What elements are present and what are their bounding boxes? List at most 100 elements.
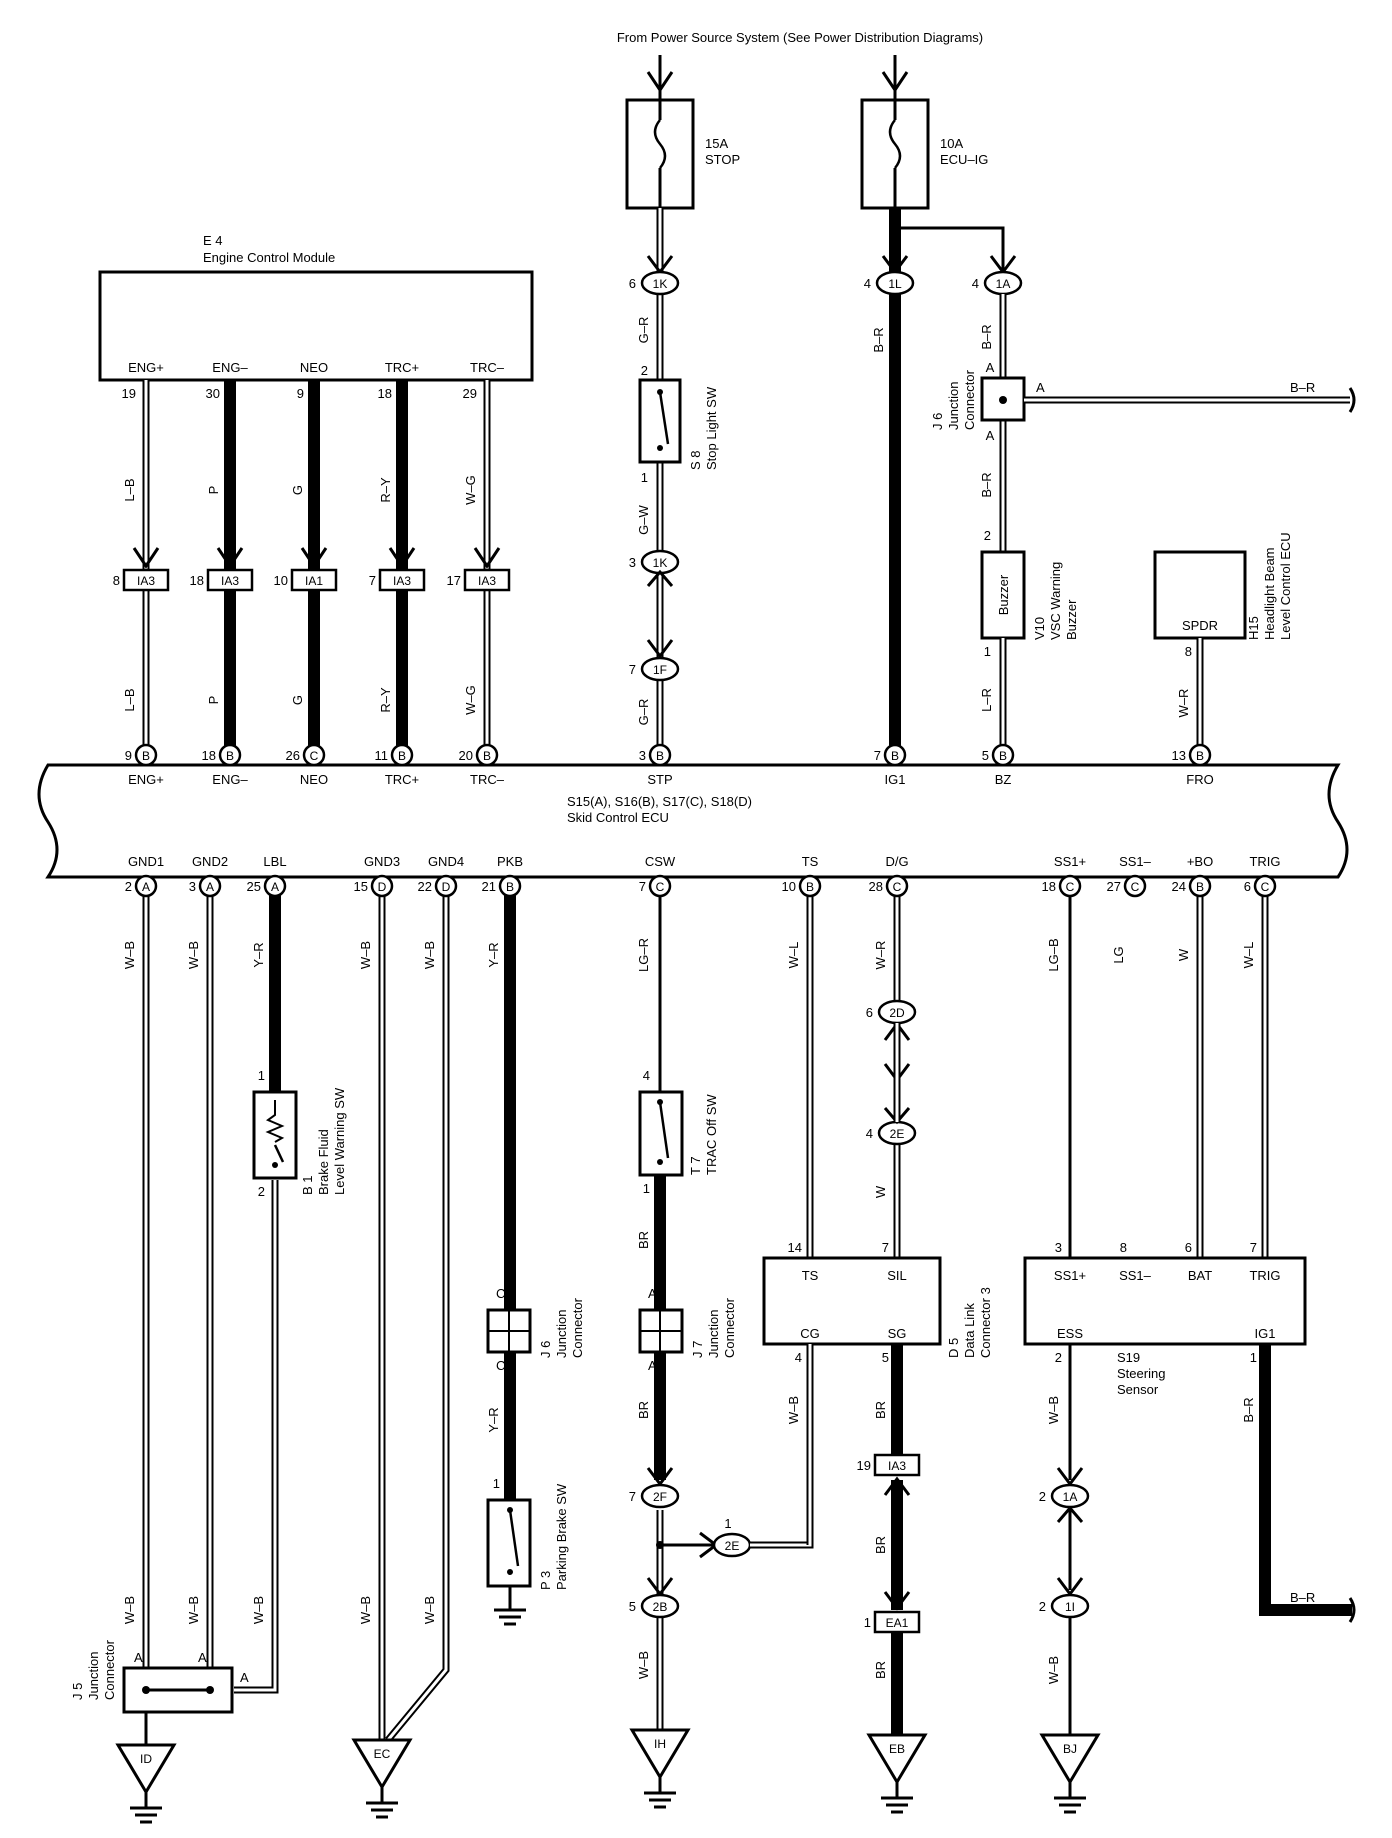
connector-label: 2B [653,1600,668,1614]
ground-label: ID [140,1752,152,1766]
ia-connector-label: IA3 [888,1459,906,1473]
j5-pin: A [134,1650,143,1665]
connector-pin: 2 [1039,1489,1046,1504]
ecu-top-label: NEO [300,772,328,787]
ecu-top-label: STP [647,772,672,787]
wire-color: G–W [636,504,651,534]
headlight-ecu [1153,550,1247,752]
wire-color: G [290,695,305,705]
trac-pin: 4 [643,1068,650,1083]
pkb-j6-code: J 6 [538,1341,553,1358]
connector-pin: 4 [864,276,871,291]
stop-switch-name: Stop Light SW [704,386,719,470]
j6-pin: A [986,360,995,375]
stop-switch-code: S 8 [688,450,703,470]
ecu-pin: 3 [639,748,646,763]
ecm-pin-label: ENG+ [128,360,164,375]
steering-pin-num: 8 [1120,1240,1127,1255]
wire-color: W–B [422,941,437,969]
dlc-pin-label: SG [888,1326,907,1341]
connector-label: 2E [725,1539,740,1553]
power-arrow-ecuig [881,55,909,100]
ecu-bottom-label: D/G [885,854,908,869]
wire-color: W–B [358,941,373,969]
ecu-bottom-label: CSW [645,854,676,869]
j5-name: Junction [86,1652,101,1700]
brake-fluid-code: B 1 [300,1175,315,1195]
ecm-pin-label: NEO [300,360,328,375]
j5-code: J 5 [70,1683,85,1700]
buzzer-pin: 1 [984,644,991,659]
fuse-ecuig-name: ECU–IG [940,152,988,167]
ecu-pin: 18 [1042,879,1056,894]
wire-color: LG–R [636,938,651,972]
ecu-conn: B [1196,749,1204,763]
ecu-conn: A [142,880,150,894]
connector-label: 1A [996,277,1011,291]
wire-color: W–G [463,685,478,715]
dlc-pin-label: TS [802,1268,819,1283]
ecu-bottom-label: TRIG [1249,854,1280,869]
wire-color: B–R [979,472,994,497]
ecu-conn: B [226,749,234,763]
j6-pin: C [496,1286,505,1301]
ecu-top-label: TRC+ [385,772,419,787]
ecu-bottom-label: TS [802,854,819,869]
steering-pin-num: 3 [1055,1240,1062,1255]
connector-pin: 1 [724,1516,731,1531]
ecu-pin: 20 [459,748,473,763]
ecu-pin: 7 [874,748,881,763]
ecu-conn: B [891,749,899,763]
ecu-bottom-label: SS1+ [1054,854,1086,869]
ecu-conn: B [506,880,514,894]
steering-name: Sensor [1117,1382,1159,1397]
ecu-conn: C [893,880,902,894]
fuse-stop-amps: 15A [705,136,728,151]
ecu-top-label: FRO [1186,772,1213,787]
ecu-conn: D [378,880,387,894]
ecu-conn: D [442,880,451,894]
buzzer-circuit [895,226,1356,752]
j6-code: J 6 [930,413,945,430]
ecm-pin-num: 19 [122,386,136,401]
steering-pin-num: 6 [1185,1240,1192,1255]
wire-color: B–R [1241,1397,1256,1422]
power-source-title: From Power Source System (See Power Dist… [617,30,983,45]
ecu-bottom-label: GND2 [192,854,228,869]
wire-color: B–R [979,324,994,349]
ground-label: BJ [1063,1742,1077,1756]
wire-color: W–B [1046,1396,1061,1424]
fuse-ecuig: 10A ECU–IG [860,98,988,210]
dlc-pin: 4 [795,1350,802,1365]
ecu-pin: 13 [1172,748,1186,763]
steering-pin-num: 2 [1055,1350,1062,1365]
headlight-pin-label: SPDR [1182,618,1218,633]
wire-color: L–B [122,478,137,501]
ecu-conn: B [142,749,150,763]
data-link-connector [762,999,942,1735]
ecu-conn: C [310,749,319,763]
ia-pin-num: 7 [369,573,376,588]
dlc-pin-label: CG [800,1326,820,1341]
ecu-pin: 9 [125,748,132,763]
fuse-ecuig-amps: 10A [940,136,963,151]
wire-color: G–R [636,699,651,726]
skid-ecu-name: Skid Control ECU [567,810,669,825]
ecu-pin: 28 [869,879,883,894]
ground-label: EB [889,1742,905,1756]
wire-color: Y–R [251,942,266,967]
ecu-bottom-label: GND1 [128,854,164,869]
connector-pin: 3 [629,555,636,570]
wire-color: W–B [122,1596,137,1624]
buzzer-pin: 2 [984,528,991,543]
ecm-pin-num: 30 [206,386,220,401]
steering-pin-label: SS1– [1119,1268,1152,1283]
ecm-pin-label: ENG– [212,360,248,375]
brake-fluid-name: Level Warning SW [332,1087,347,1195]
switch-pin: 1 [641,470,648,485]
ecm-name: Engine Control Module [203,250,335,265]
ia-connector-label: IA3 [478,574,496,588]
dlc-pin: 14 [788,1240,802,1255]
skid-control-ecu [37,763,1349,879]
ia-connector-label: IA3 [137,574,155,588]
